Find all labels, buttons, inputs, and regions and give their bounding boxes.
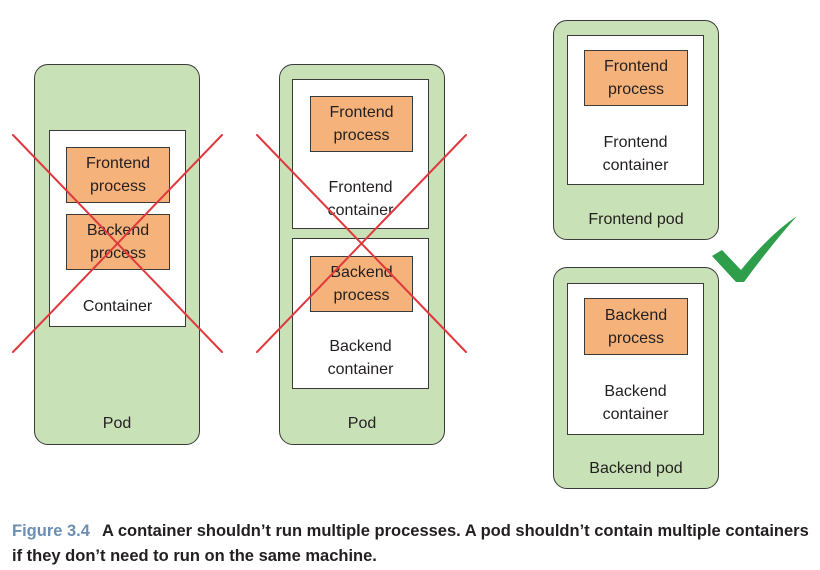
pod-label-1: Pod [102,415,132,432]
frontend-container-label-2: Frontend container [327,179,394,219]
checkmark-icon [712,216,797,282]
figure-number: Figure 3.4 [12,522,90,540]
container-label-1: Container [82,298,153,315]
cross-mark-icon [12,134,223,353]
backend-process-2: Backend process [310,256,413,312]
frontend-process-1: Frontend process [66,147,170,203]
backend-process-3: Backend process [584,298,688,355]
frontend-pod-label-3: Frontend pod [588,211,684,228]
backend-container-label-2: Backend container [327,338,394,378]
frontend-process-3: Frontend process [584,50,688,106]
cross-mark-icon [256,134,467,353]
backend-pod-label-3: Backend pod [589,460,683,477]
caption-text: A container shouldn’t run multiple proce… [12,522,809,565]
frontend-process-2: Frontend process [310,96,413,152]
frontend-container-label-3: Frontend container [602,134,669,174]
pod-label-2: Pod [347,415,377,432]
backend-container-label-3: Backend container [602,383,669,423]
